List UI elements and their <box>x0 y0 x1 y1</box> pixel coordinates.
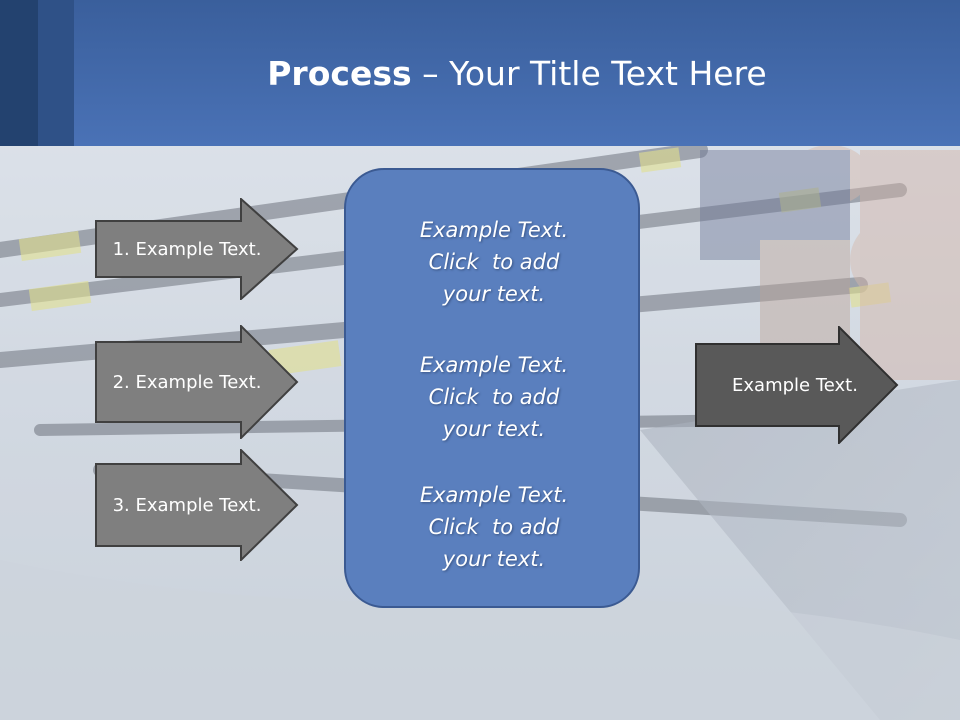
center-text-box[interactable]: Example Text. Click to add your text. Ex… <box>344 168 640 608</box>
title-accent-strip <box>38 0 74 146</box>
left-arrow-label: 2. Example Text. <box>112 371 262 393</box>
center-text-block-2: Example Text. Click to add your text. <box>346 349 642 445</box>
center-text-line: Example Text. <box>419 483 569 507</box>
arrow-shape-icon <box>695 326 899 444</box>
title-band: Process – Your Title Text Here <box>0 0 960 146</box>
arrow-shape-icon <box>95 325 299 439</box>
left-arrow-label: 3. Example Text. <box>112 494 262 516</box>
arrow-shape-icon <box>95 449 299 561</box>
slide-title[interactable]: Process – Your Title Text Here <box>74 52 960 96</box>
title-bold: Process <box>267 54 412 93</box>
left-arrow-label: 1. Example Text. <box>112 238 262 260</box>
title-rest: – Your Title Text Here <box>411 54 767 93</box>
center-text-line: Example Text. <box>419 218 569 242</box>
title-accent-strip <box>0 0 38 146</box>
left-arrow-3[interactable]: 3. Example Text. <box>95 449 299 561</box>
center-text-line: Click to add <box>428 515 560 539</box>
right-arrow[interactable]: Example Text. <box>695 326 899 444</box>
center-text-line: Example Text. <box>419 353 569 377</box>
left-arrow-1[interactable]: 1. Example Text. <box>95 198 299 300</box>
left-arrow-2[interactable]: 2. Example Text. <box>95 325 299 439</box>
center-text-line: your text. <box>442 417 546 441</box>
center-text-line: Click to add <box>428 250 560 274</box>
center-text-line: your text. <box>442 547 546 571</box>
center-text-line: Click to add <box>428 385 560 409</box>
right-arrow-label: Example Text. <box>732 374 858 396</box>
center-text-line: your text. <box>442 282 546 306</box>
center-text-block-1: Example Text. Click to add your text. <box>346 214 642 310</box>
center-text-block-3: Example Text. Click to add your text. <box>346 479 642 575</box>
arrow-shape-icon <box>95 198 299 300</box>
